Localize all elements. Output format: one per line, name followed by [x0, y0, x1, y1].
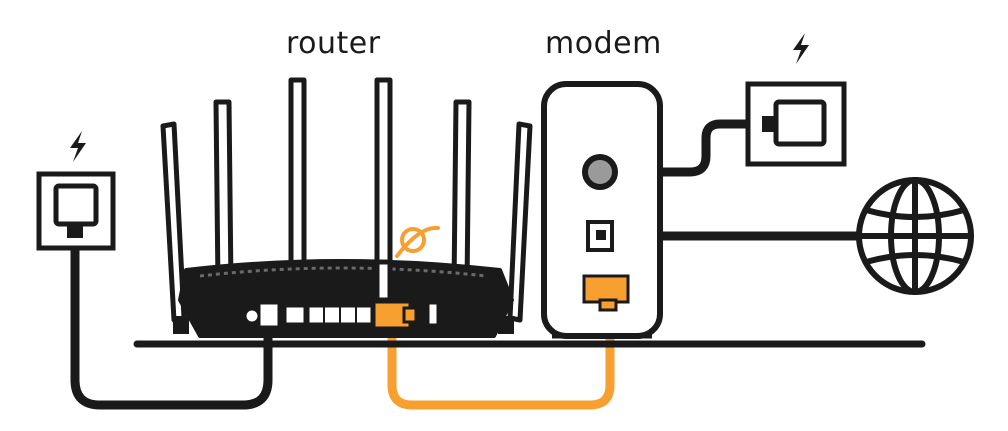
left-wall-outlet	[36, 171, 116, 251]
antenna-3	[288, 77, 307, 281]
modem-coax-port	[582, 154, 618, 190]
right-wall-outlet	[745, 81, 847, 167]
antenna-5	[451, 99, 472, 289]
modem-power-cable	[595, 119, 773, 177]
antenna-6	[507, 121, 533, 323]
ethernet-cable	[387, 297, 615, 410]
modem-body	[541, 81, 663, 339]
router-label: router	[286, 26, 381, 61]
router-power-port	[257, 301, 281, 329]
antenna-2	[213, 99, 234, 289]
router-wan-port	[283, 304, 307, 326]
right-power-bolt-icon	[793, 33, 809, 64]
usb-port	[426, 301, 440, 327]
modem-line-port	[586, 220, 614, 252]
modem-label: modem	[545, 26, 662, 61]
modem-ethernet-plug	[582, 274, 630, 304]
router-ethernet-plug	[372, 300, 418, 330]
wifi-logo-icon	[395, 225, 440, 258]
globe-icon	[856, 177, 974, 295]
router-power-cable	[70, 233, 273, 410]
router-body	[173, 259, 514, 338]
reset-hole	[243, 307, 261, 325]
left-power-bolt-icon	[70, 131, 86, 162]
